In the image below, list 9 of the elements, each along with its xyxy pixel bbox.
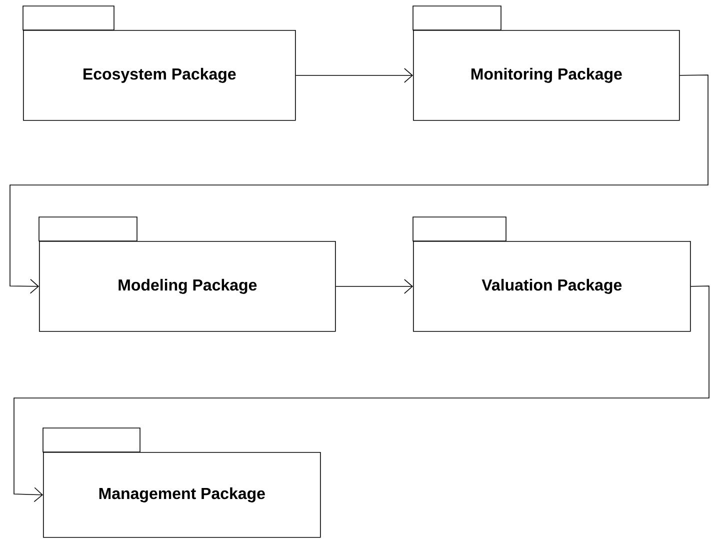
package-box: Management Package	[42, 428, 321, 538]
package-box: Valuation Package	[412, 216, 691, 332]
arrow	[14, 286, 710, 502]
package-box: Modeling Package	[38, 216, 336, 332]
package-box: Ecosystem Package	[22, 6, 296, 121]
arrow	[335, 279, 413, 294]
package-box: Monitoring Package	[412, 6, 680, 121]
arrow	[295, 68, 413, 83]
arrow	[10, 74, 708, 294]
